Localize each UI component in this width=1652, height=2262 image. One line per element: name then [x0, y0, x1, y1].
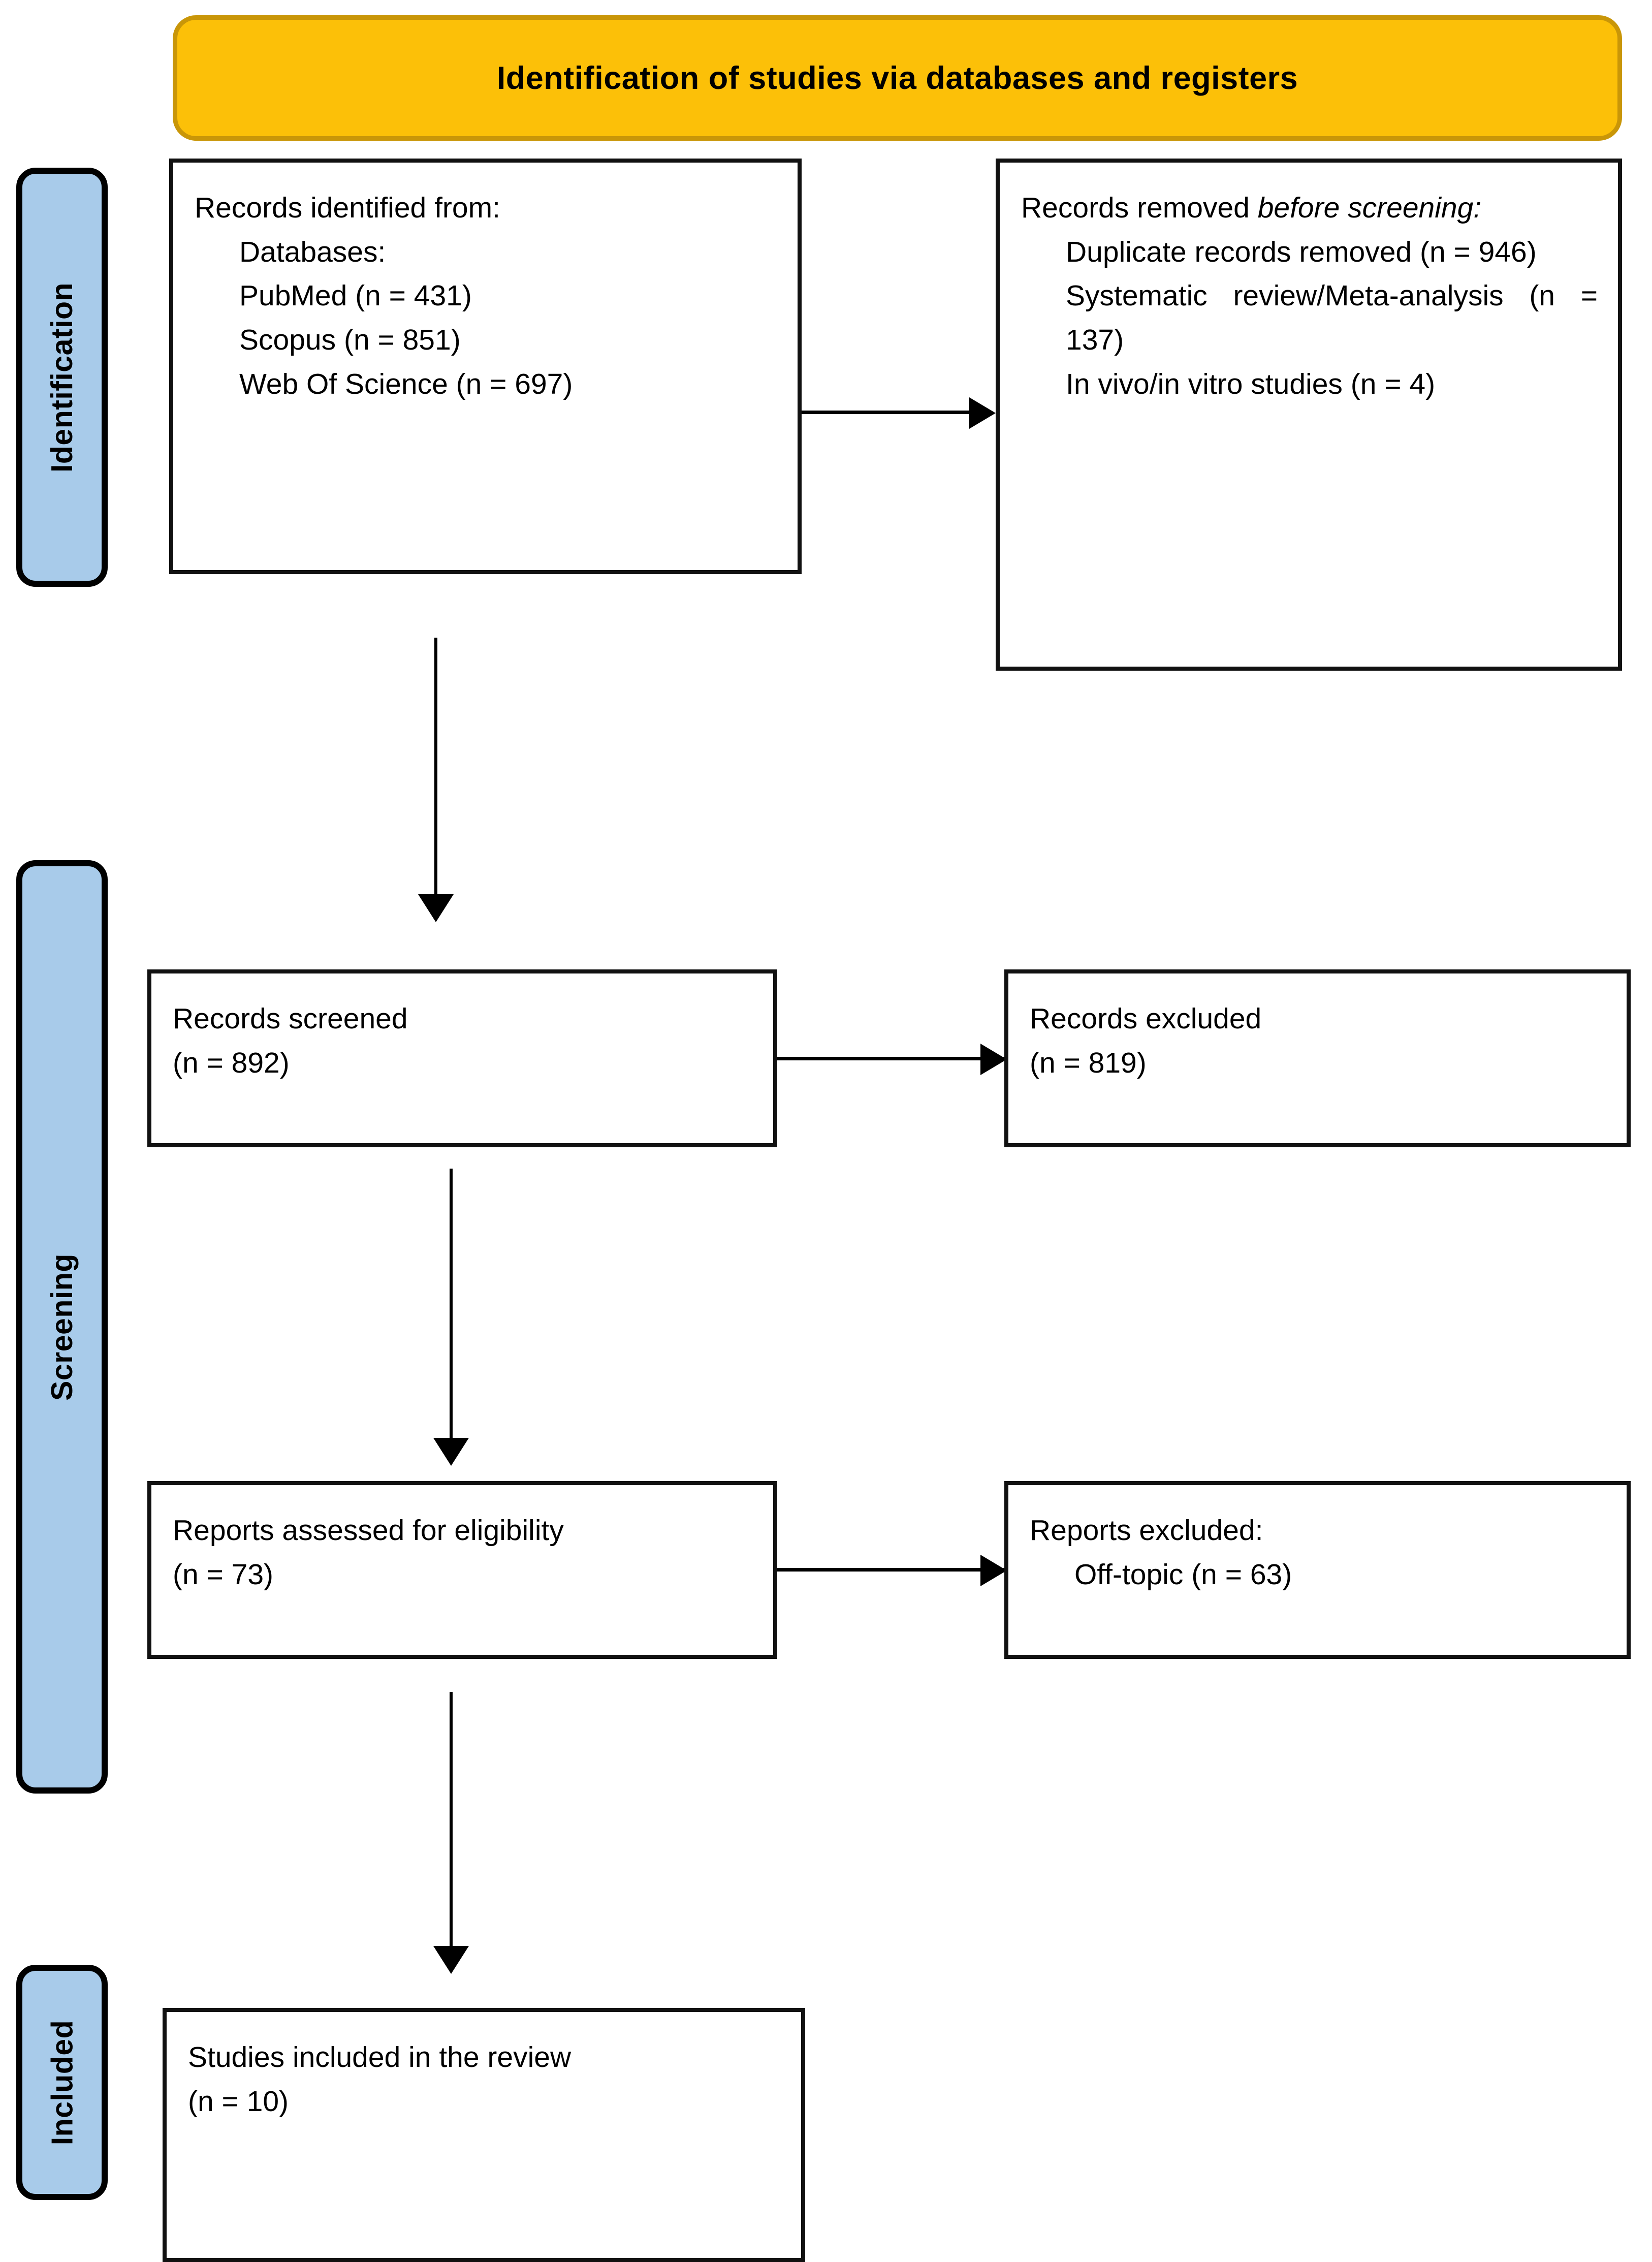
diagram-title-banner: Identification of studies via databases … — [173, 15, 1622, 141]
stage-label-identification: Identification — [16, 168, 108, 587]
box-records-screened: Records screened (n = 892) — [147, 969, 777, 1147]
box-reports-excluded: Reports excluded: Off-topic (n = 63) — [1004, 1481, 1631, 1659]
records-excluded-count: (n = 819) — [1030, 1046, 1147, 1079]
box-records-identified: Records identified from: Databases: PubM… — [169, 159, 802, 574]
reports-assessed-label: Reports assessed for eligibility — [173, 1514, 564, 1547]
box-records-removed: Records removed before screening: Duplic… — [996, 159, 1622, 671]
reports-excluded-label: Reports excluded: — [1030, 1514, 1263, 1547]
stage-label-identification-text: Identification — [45, 282, 79, 473]
source-pubmed: PubMed (n = 431) — [239, 279, 472, 312]
box-studies-included: Studies included in the review (n = 10) — [163, 2008, 805, 2262]
stage-label-included-text: Included — [45, 2020, 79, 2145]
records-removed-heading-colon: : — [1473, 192, 1482, 224]
reports-assessed-count: (n = 73) — [173, 1558, 274, 1591]
studies-included-count: (n = 10) — [188, 2085, 289, 2118]
reports-excluded-reason-off-topic: Off-topic (n = 63) — [1074, 1558, 1292, 1591]
stage-label-screening-text: Screening — [45, 1253, 79, 1401]
records-identified-heading: Records identified from: — [195, 192, 500, 224]
source-scopus: Scopus (n = 851) — [239, 323, 461, 356]
diagram-title: Identification of studies via databases … — [496, 60, 1298, 96]
stage-label-included: Included — [16, 1965, 108, 2200]
records-screened-count: (n = 892) — [173, 1046, 290, 1079]
removal-reason-systematic-review: Systematic review/Meta-analysis (n = 137… — [1066, 279, 1598, 356]
box-reports-assessed: Reports assessed for eligibility (n = 73… — [147, 1481, 777, 1659]
removal-reason-in-vivo-in-vitro: In vivo/in vitro studies (n = 4) — [1066, 367, 1436, 400]
studies-included-label: Studies included in the review — [188, 2041, 571, 2074]
box-records-excluded: Records excluded (n = 819) — [1004, 969, 1631, 1147]
stage-label-screening: Screening — [16, 860, 108, 1794]
records-removed-heading-italic: before screening — [1257, 192, 1474, 224]
records-removed-heading-plain: Records removed — [1021, 192, 1258, 224]
removal-reason-duplicates: Duplicate records removed (n = 946) — [1066, 235, 1537, 268]
records-identified-subheading: Databases: — [239, 235, 386, 268]
records-excluded-label: Records excluded — [1030, 1002, 1262, 1035]
records-screened-label: Records screened — [173, 1002, 408, 1035]
records-removed-heading: Records removed before screening: — [1021, 186, 1598, 230]
source-web-of-science: Web Of Science (n = 697) — [239, 367, 573, 400]
